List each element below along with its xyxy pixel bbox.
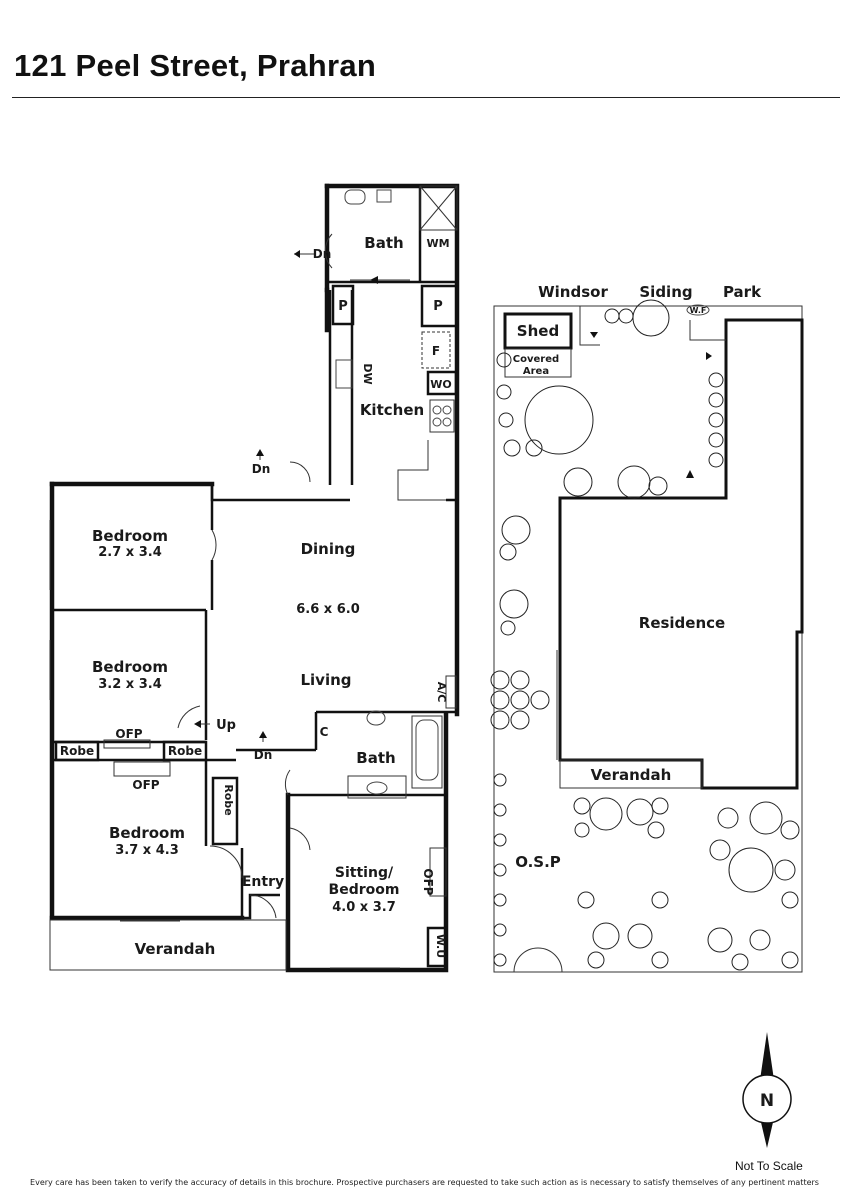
dining-size: 6.6 x 6.0 [296, 602, 360, 617]
osp-label: O.S.P [515, 853, 561, 871]
not-to-scale-label: Not To Scale [735, 1159, 803, 1173]
covered-line2: Area [523, 366, 549, 377]
bedroom3-size: 3.7 x 4.3 [115, 843, 179, 858]
page-title: 121 Peel Street, Prahran [14, 48, 377, 83]
robe-right-label: Robe [168, 744, 202, 758]
verandah-left-label: Verandah [135, 940, 216, 958]
north-compass-icon: N [742, 1032, 792, 1148]
house-plan [49, 183, 460, 973]
pantry-label-1: P [338, 299, 348, 314]
sitting-line2: Bedroom [329, 882, 400, 898]
wm-label: WM [426, 237, 449, 250]
bedroom3-name: Bedroom [109, 824, 185, 842]
shed-label: Shed [517, 322, 559, 340]
site-labels: Windsor Siding Park W.F Shed Covered Are… [513, 283, 762, 871]
bath-mid-label: Bath [356, 749, 395, 767]
street-park: Park [723, 283, 762, 301]
bath-top-label: Bath [364, 234, 403, 252]
dn-entry-label: Dn [254, 748, 273, 762]
ofp-sitting-label: OFP [421, 868, 435, 895]
wu-label: W.U [434, 934, 447, 958]
living-label: Living [300, 671, 351, 689]
room-labels: Bath WM P P DW F WO Kitchen Dn Dn Bedroo… [60, 234, 452, 958]
residence-label: Residence [639, 614, 725, 632]
bedroom2-name: Bedroom [92, 658, 168, 676]
dn-laundry-label: Dn [313, 247, 332, 261]
ofp-bed3-label: OFP [132, 778, 159, 792]
street-windsor: Windsor [538, 283, 608, 301]
cupboard-label: C [320, 725, 329, 739]
covered-line1: Covered [513, 354, 559, 365]
dining-label: Dining [301, 540, 356, 558]
ofp-top-label: OFP [115, 727, 142, 741]
dn-kitchen-label: Dn [252, 462, 271, 476]
robe-left-label: Robe [60, 744, 94, 758]
site-verandah-label: Verandah [591, 766, 672, 784]
sitting-size: 4.0 x 3.7 [332, 900, 396, 915]
bedroom1-size: 2.7 x 3.4 [98, 545, 162, 560]
compass-letter: N [760, 1091, 774, 1111]
sitting-line1: Sitting/ [335, 865, 394, 881]
robe-bed3-label: Robe [222, 784, 235, 815]
street-siding: Siding [639, 283, 692, 301]
disclaimer-text: Every care has been taken to verify the … [30, 1178, 819, 1187]
title-underline [12, 97, 840, 98]
fridge-label: F [432, 344, 440, 358]
bedroom1-name: Bedroom [92, 527, 168, 545]
entry-label: Entry [242, 874, 284, 890]
up-label: Up [216, 718, 236, 733]
pantry-label-2: P [433, 299, 443, 314]
ac-label: A/C [435, 682, 448, 703]
dw-label: DW [361, 363, 374, 384]
wf-label: W.F [690, 306, 707, 315]
wo-label: WO [430, 378, 451, 391]
site-plan [490, 299, 804, 973]
kitchen-label: Kitchen [360, 401, 424, 419]
bedroom2-size: 3.2 x 3.4 [98, 677, 162, 692]
